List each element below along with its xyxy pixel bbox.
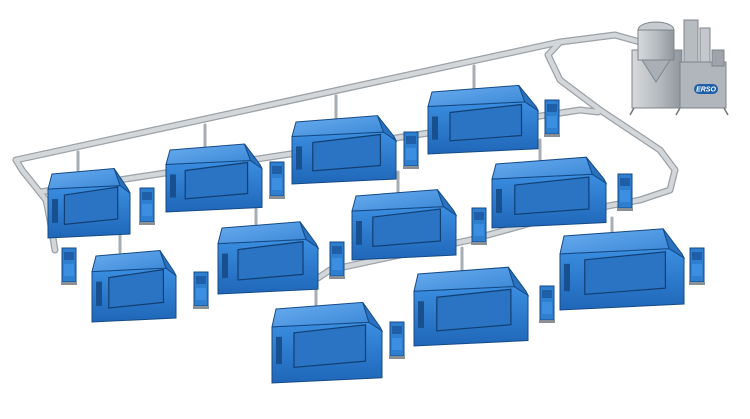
control-cabinet-m6	[329, 241, 345, 279]
machine-m4	[427, 84, 540, 155]
machine-m7	[351, 189, 458, 261]
control-cabinet-m11	[689, 247, 705, 285]
machine-m6	[217, 221, 320, 295]
control-cabinet-m3	[403, 131, 419, 169]
machine-m10	[413, 266, 530, 347]
machines-group	[47, 84, 705, 384]
logo: ERSO	[694, 84, 718, 94]
machine-m11	[559, 228, 686, 311]
machine-m9	[271, 301, 384, 384]
machine-m3	[291, 115, 398, 185]
control-cabinet-m12	[61, 247, 77, 285]
control-cabinet-m1	[139, 187, 155, 225]
vacuum-unit: ERSO	[629, 19, 729, 116]
control-cabinet-m4	[544, 99, 560, 137]
control-cabinet-m5	[193, 271, 209, 309]
machine-m1	[47, 168, 131, 239]
svg-text:ERSO: ERSO	[696, 87, 716, 94]
machine-m5	[91, 249, 177, 323]
control-cabinet-m9	[389, 321, 405, 359]
control-cabinet-m10	[539, 285, 555, 323]
control-cabinet-m2	[269, 161, 285, 199]
machine-m8	[491, 156, 608, 229]
control-cabinet-m8	[617, 173, 633, 211]
machine-m2	[165, 143, 263, 213]
control-cabinet-m7	[471, 207, 487, 245]
